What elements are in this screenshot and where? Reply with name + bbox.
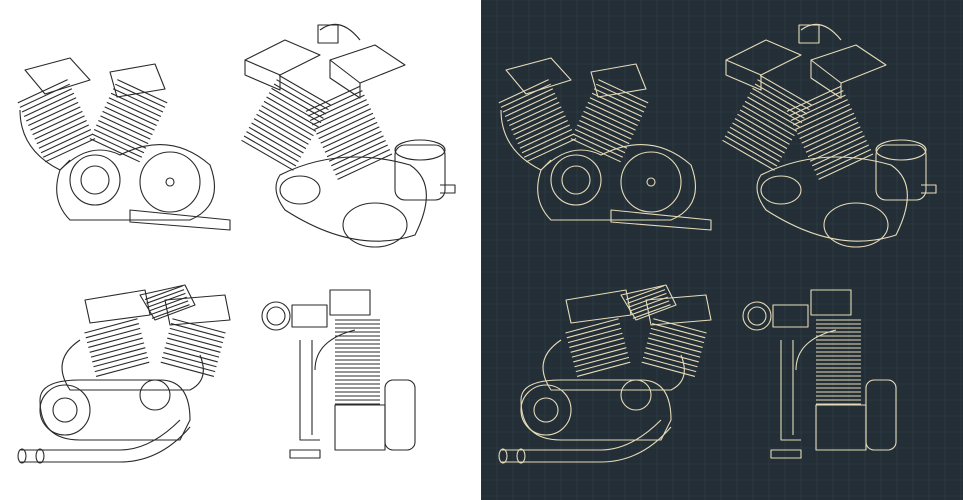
light-engines — [17, 23, 456, 464]
v-twin-engine-front-view-icon — [261, 289, 416, 459]
v-twin-engine-rear-view-icon — [17, 284, 231, 464]
v-twin-engine-rear-view-icon — [498, 284, 712, 464]
light-drawings — [17, 23, 456, 464]
v-twin-engine-isometric-view-icon — [722, 23, 937, 248]
dark-blueprint-panel — [481, 0, 963, 500]
dark-drawings — [481, 0, 963, 500]
v-twin-engine-side-view-icon — [498, 57, 712, 231]
v-twin-engine-isometric-view-icon — [241, 23, 456, 248]
blueprint-grid — [481, 0, 963, 500]
v-twin-engine-side-view-icon — [17, 57, 231, 231]
v-twin-engine-front-view-icon — [742, 289, 897, 459]
dark-engines — [498, 23, 937, 464]
light-panel — [0, 0, 481, 500]
